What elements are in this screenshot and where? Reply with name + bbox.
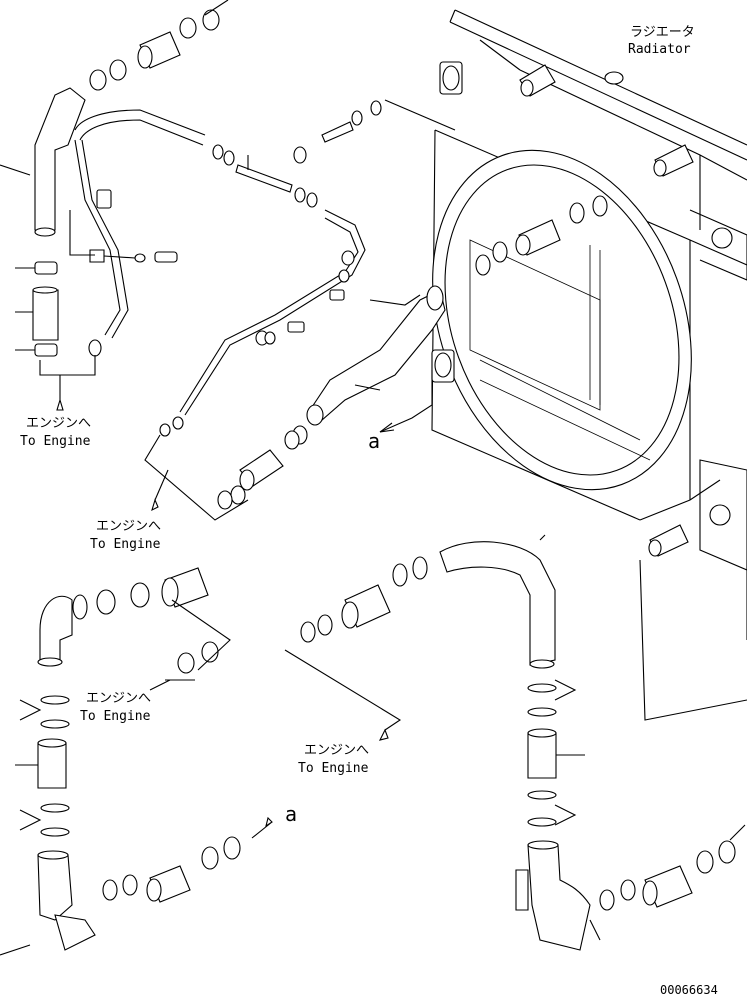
lower-radiator-hose — [218, 286, 445, 509]
ref-mark-a-lower: a — [285, 802, 298, 826]
to-engine-label-1-jp: エンジンへ — [26, 416, 92, 431]
ref-mark-a-upper: a — [368, 429, 381, 453]
to-engine-label-2-en: To Engine — [90, 537, 161, 552]
to-engine-label-2-jp: エンジンへ — [96, 519, 162, 534]
lower-right-pipe-group — [285, 535, 745, 950]
radiator-label-jp: ラジエータ — [630, 25, 695, 40]
radiator-label-en: Radiator — [628, 42, 691, 57]
lower-left-pipe-group — [0, 568, 272, 955]
to-engine-label-4-en: To Engine — [298, 761, 369, 776]
ref-arrow-a-upper — [380, 370, 432, 432]
drawing-number: 00066634 — [660, 983, 718, 997]
upper-left-hose-group — [0, 10, 219, 410]
to-engine-label-1-en: To Engine — [20, 434, 91, 449]
fan-shroud-ring — [388, 114, 737, 526]
middle-pipe-group — [160, 0, 455, 436]
radiator-assembly — [388, 10, 747, 570]
to-engine-label-3-en: To Engine — [80, 709, 151, 724]
to-engine-label-3-jp: エンジンへ — [86, 691, 152, 706]
to-engine-label-4-jp: エンジンへ — [304, 743, 370, 758]
